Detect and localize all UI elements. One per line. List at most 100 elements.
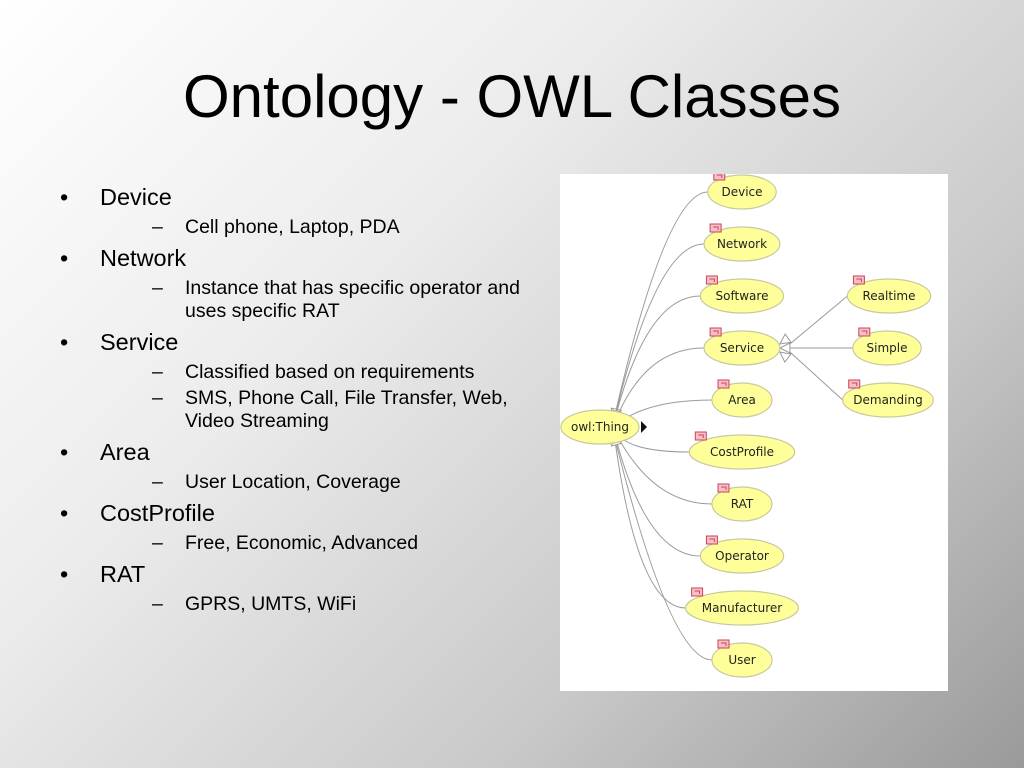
node-user-shape — [711, 642, 773, 678]
edge-demanding-to-service — [789, 351, 844, 401]
dash-marker: – — [152, 216, 163, 238]
node-area-label: Area — [728, 393, 756, 407]
class-marker-glyph — [721, 382, 727, 386]
class-marker-icon — [709, 327, 722, 337]
node-operator-label: Operator — [715, 549, 769, 563]
node-device-label: Device — [721, 185, 762, 199]
bullet-marker: • — [60, 184, 69, 210]
sub-bullet-text: User Location, Coverage — [185, 471, 401, 493]
node-rat[interactable]: RAT — [711, 483, 773, 522]
node-software-label: Software — [716, 289, 769, 303]
node-software[interactable]: Software — [699, 275, 785, 314]
bullet-label: Device — [100, 184, 172, 210]
node-realtime-label: Realtime — [863, 289, 916, 303]
sub-bullet: –SMS, Phone Call, File Transfer, Web, Vi… — [100, 387, 530, 433]
node-software-shape — [699, 278, 785, 314]
node-demanding-label: Demanding — [853, 393, 922, 407]
node-user[interactable]: User — [711, 639, 773, 678]
class-marker-icon — [694, 431, 707, 441]
node-rat-label: RAT — [731, 497, 754, 511]
node-owl-thing[interactable]: owl:Thing — [560, 409, 647, 445]
class-marker-glyph — [694, 590, 701, 594]
node-owl-thing-label: owl:Thing — [571, 420, 629, 434]
ontology-graph: owl:Thing DeviceNetworkSoftwareServiceAre… — [560, 174, 934, 678]
node-costprofile[interactable]: CostProfile — [688, 431, 796, 470]
nodes: owl:Thing DeviceNetworkSoftwareServiceAre… — [560, 174, 934, 678]
class-marker-icon — [717, 379, 730, 389]
edge-device-to-root — [613, 191, 708, 420]
node-costprofile-label: CostProfile — [710, 445, 774, 459]
bullet-device: • Device –Cell phone, Laptop, PDA — [60, 182, 530, 239]
bullet-service: • Service –Classified based on requireme… — [60, 327, 530, 433]
node-network[interactable]: Network — [703, 223, 781, 262]
class-marker-glyph — [861, 330, 868, 334]
class-marker-icon — [705, 275, 718, 285]
node-operator[interactable]: Operator — [699, 535, 785, 574]
class-marker-icon — [717, 483, 730, 493]
dash-marker: – — [152, 387, 163, 409]
node-demanding[interactable]: Demanding — [842, 379, 934, 418]
sub-bullet: –Free, Economic, Advanced — [100, 532, 530, 555]
bullet-rat: • RAT –GPRS, UMTS, WiFi — [60, 559, 530, 616]
edge-service-to-root — [613, 347, 705, 425]
sub-bullet-text: Instance that has specific operator and … — [185, 277, 520, 322]
node-manufacturer-label: Manufacturer — [702, 601, 782, 615]
class-marker-icon — [709, 223, 722, 233]
node-service-shape — [703, 330, 781, 366]
class-marker-glyph — [721, 486, 727, 490]
node-costprofile-shape — [688, 434, 796, 470]
dash-marker: – — [152, 361, 163, 383]
node-network-shape — [703, 226, 781, 262]
edge-software-to-root — [613, 295, 701, 423]
edge-operator-to-root — [613, 431, 701, 557]
sub-bullet-text: Classified based on requirements — [185, 361, 475, 383]
edge-manufacturer-to-root — [613, 433, 686, 609]
expand-triangle-icon[interactable] — [641, 421, 647, 433]
bullet-marker: • — [60, 561, 69, 587]
edge-rat-to-root — [613, 429, 713, 505]
sub-bullet-text: Cell phone, Laptop, PDA — [185, 216, 400, 238]
sub-bullet: –Instance that has specific operator and… — [100, 277, 530, 323]
bullet-label: Area — [100, 439, 150, 465]
bullet-marker: • — [60, 245, 69, 271]
bullet-marker: • — [60, 439, 69, 465]
edge-network-to-root — [613, 243, 705, 421]
dash-marker: – — [152, 532, 163, 554]
node-service-label: Service — [720, 341, 764, 355]
sub-bullet: –Cell phone, Laptop, PDA — [100, 216, 530, 239]
sub-bullet: –GPRS, UMTS, WiFi — [100, 593, 530, 616]
bullet-network: • Network –Instance that has specific op… — [60, 243, 530, 323]
arrowhead-realtime — [778, 333, 792, 345]
class-marker-glyph — [721, 642, 727, 646]
node-operator-shape — [699, 538, 785, 574]
node-device[interactable]: Device — [707, 174, 777, 210]
class-marker-glyph — [713, 226, 719, 230]
bullet-marker: • — [60, 500, 69, 526]
node-realtime-shape — [846, 278, 932, 314]
dash-marker: – — [152, 593, 163, 615]
node-manufacturer[interactable]: Manufacturer — [684, 587, 800, 626]
node-realtime[interactable]: Realtime — [846, 275, 932, 314]
node-service[interactable]: Service — [703, 327, 781, 366]
class-marker-glyph — [856, 278, 862, 282]
node-demanding-shape — [842, 382, 934, 418]
node-manufacturer-shape — [684, 590, 800, 626]
class-marker-glyph — [709, 538, 715, 542]
sub-bullet-text: GPRS, UMTS, WiFi — [185, 593, 357, 615]
bullet-label: CostProfile — [100, 500, 215, 526]
node-simple-label: Simple — [867, 341, 908, 355]
edge-realtime-to-service — [789, 295, 848, 345]
class-marker-icon — [858, 327, 871, 337]
class-marker-icon — [713, 174, 726, 181]
bullet-costprofile: • CostProfile –Free, Economic, Advanced — [60, 498, 530, 555]
sub-bullet-text: Free, Economic, Advanced — [185, 532, 419, 554]
sub-bullet: –User Location, Coverage — [100, 471, 530, 494]
class-marker-glyph — [709, 278, 715, 282]
node-simple[interactable]: Simple — [852, 327, 922, 366]
node-user-label: User — [728, 653, 755, 667]
arrowhead-demanding — [779, 351, 792, 363]
node-area[interactable]: Area — [711, 379, 773, 418]
slide-title: Ontology - OWL Classes — [183, 63, 841, 130]
class-marker-icon — [717, 639, 730, 649]
